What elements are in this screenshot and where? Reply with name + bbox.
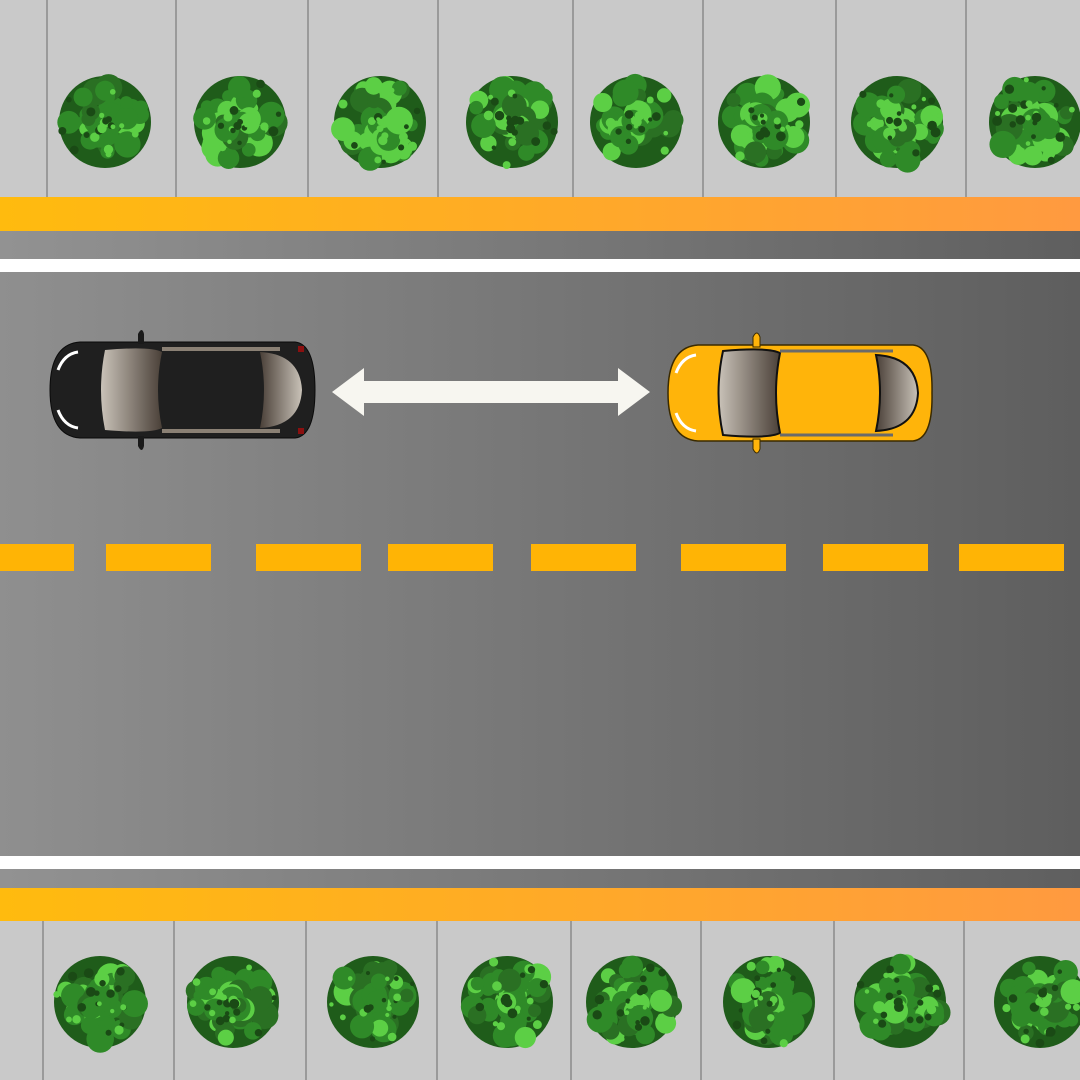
sidewalk-joint [702, 0, 704, 197]
tree-icon [718, 74, 811, 168]
tree-icon [53, 956, 148, 1053]
curb-bottom [0, 888, 1080, 921]
lane-dash [959, 544, 1064, 571]
sidewalk-joint [307, 0, 309, 197]
sidewalk-joint [965, 0, 967, 197]
curb-top [0, 197, 1080, 231]
sidewalk-joint [173, 921, 175, 1080]
tree-icon [460, 956, 553, 1049]
tree-icon [989, 76, 1080, 168]
black-car [49, 330, 316, 450]
sidewalk-joint [833, 921, 835, 1080]
lane-dash [0, 544, 74, 571]
road-shoulder-top [0, 231, 1080, 259]
sidewalk-joint [963, 921, 965, 1080]
lane-dash [531, 544, 636, 571]
lane-dash [256, 544, 361, 571]
sidewalk-joint [305, 921, 307, 1080]
tree-icon [854, 953, 951, 1048]
sidewalk-joint [700, 921, 702, 1080]
lane-dash [106, 544, 211, 571]
sidewalk-joint [42, 921, 44, 1080]
tree-icon [193, 76, 288, 169]
tree-icon [331, 76, 426, 171]
tree-icon [590, 73, 684, 168]
distance-arrow-icon [332, 368, 650, 416]
tree-icon [586, 955, 683, 1048]
tree-icon [185, 956, 279, 1048]
lane-dash [388, 544, 493, 571]
edge-line-top [0, 259, 1080, 272]
sidewalk-joint [436, 921, 438, 1080]
yellow-car [667, 332, 933, 454]
tree-icon [723, 955, 815, 1048]
tree-icon [327, 956, 419, 1048]
road-shoulder-bottom [0, 869, 1080, 888]
tree-icon [994, 956, 1080, 1048]
sidewalk-joint [175, 0, 177, 197]
trees [53, 73, 1080, 1053]
sidewalk-joints [42, 0, 967, 1080]
tree-icon [57, 74, 151, 168]
sidewalk-joint [570, 921, 572, 1080]
tree-icon [466, 75, 558, 169]
sidewalk-joint [835, 0, 837, 197]
lane-dash [681, 544, 786, 571]
tree-icon [851, 76, 944, 173]
lane-dashes [0, 544, 1064, 571]
edge-line-bottom [0, 856, 1080, 869]
sidewalk-joint [572, 0, 574, 197]
sidewalk-joint [437, 0, 439, 197]
sidewalk-joint [46, 0, 48, 197]
lane-dash [823, 544, 928, 571]
